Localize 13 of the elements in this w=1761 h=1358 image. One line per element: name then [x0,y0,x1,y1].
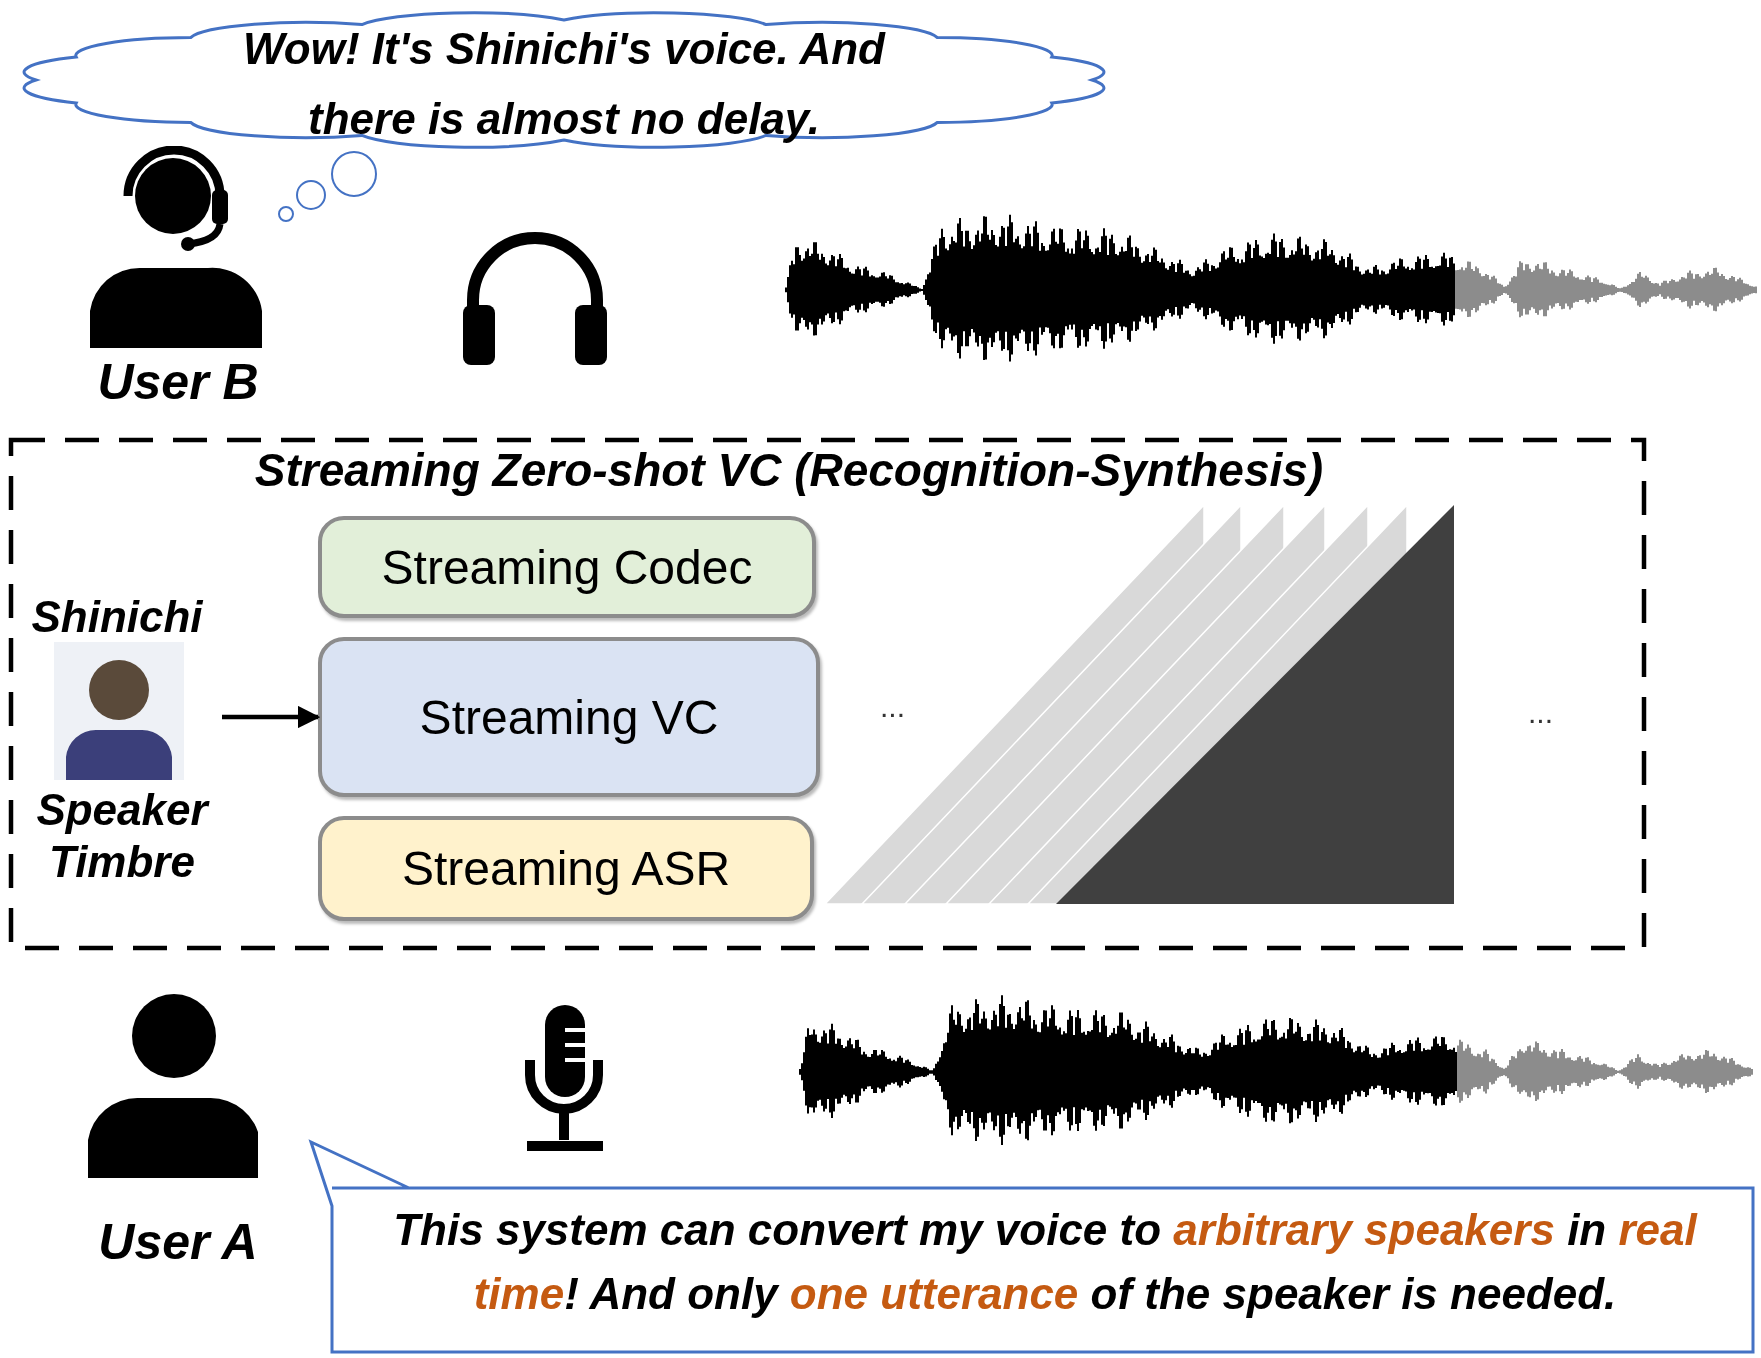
speech-text: This system can convert my voice to arbitrary speakers in real time! And only one utterance of the speaker is needed. [392,1204,1699,1320]
user-name: User A [97,1214,259,1272]
user-name: User B [96,354,260,412]
speech-bubble [309,1140,1757,1356]
ellipsis-label: ... [1528,696,1553,730]
module-box: Streaming ASR [318,816,814,921]
ellipsis-label: ... [880,690,905,724]
thought-text: Wow! It's Shinichi's voice. And there is almost no delay. [242,23,887,145]
speaker-caption: Speaker Timbre [35,784,211,888]
speaker-name: Shinichi [30,592,204,643]
module-box: Streaming Codec [318,516,816,618]
arrow [222,705,321,729]
module-box: Streaming VC [318,637,820,797]
